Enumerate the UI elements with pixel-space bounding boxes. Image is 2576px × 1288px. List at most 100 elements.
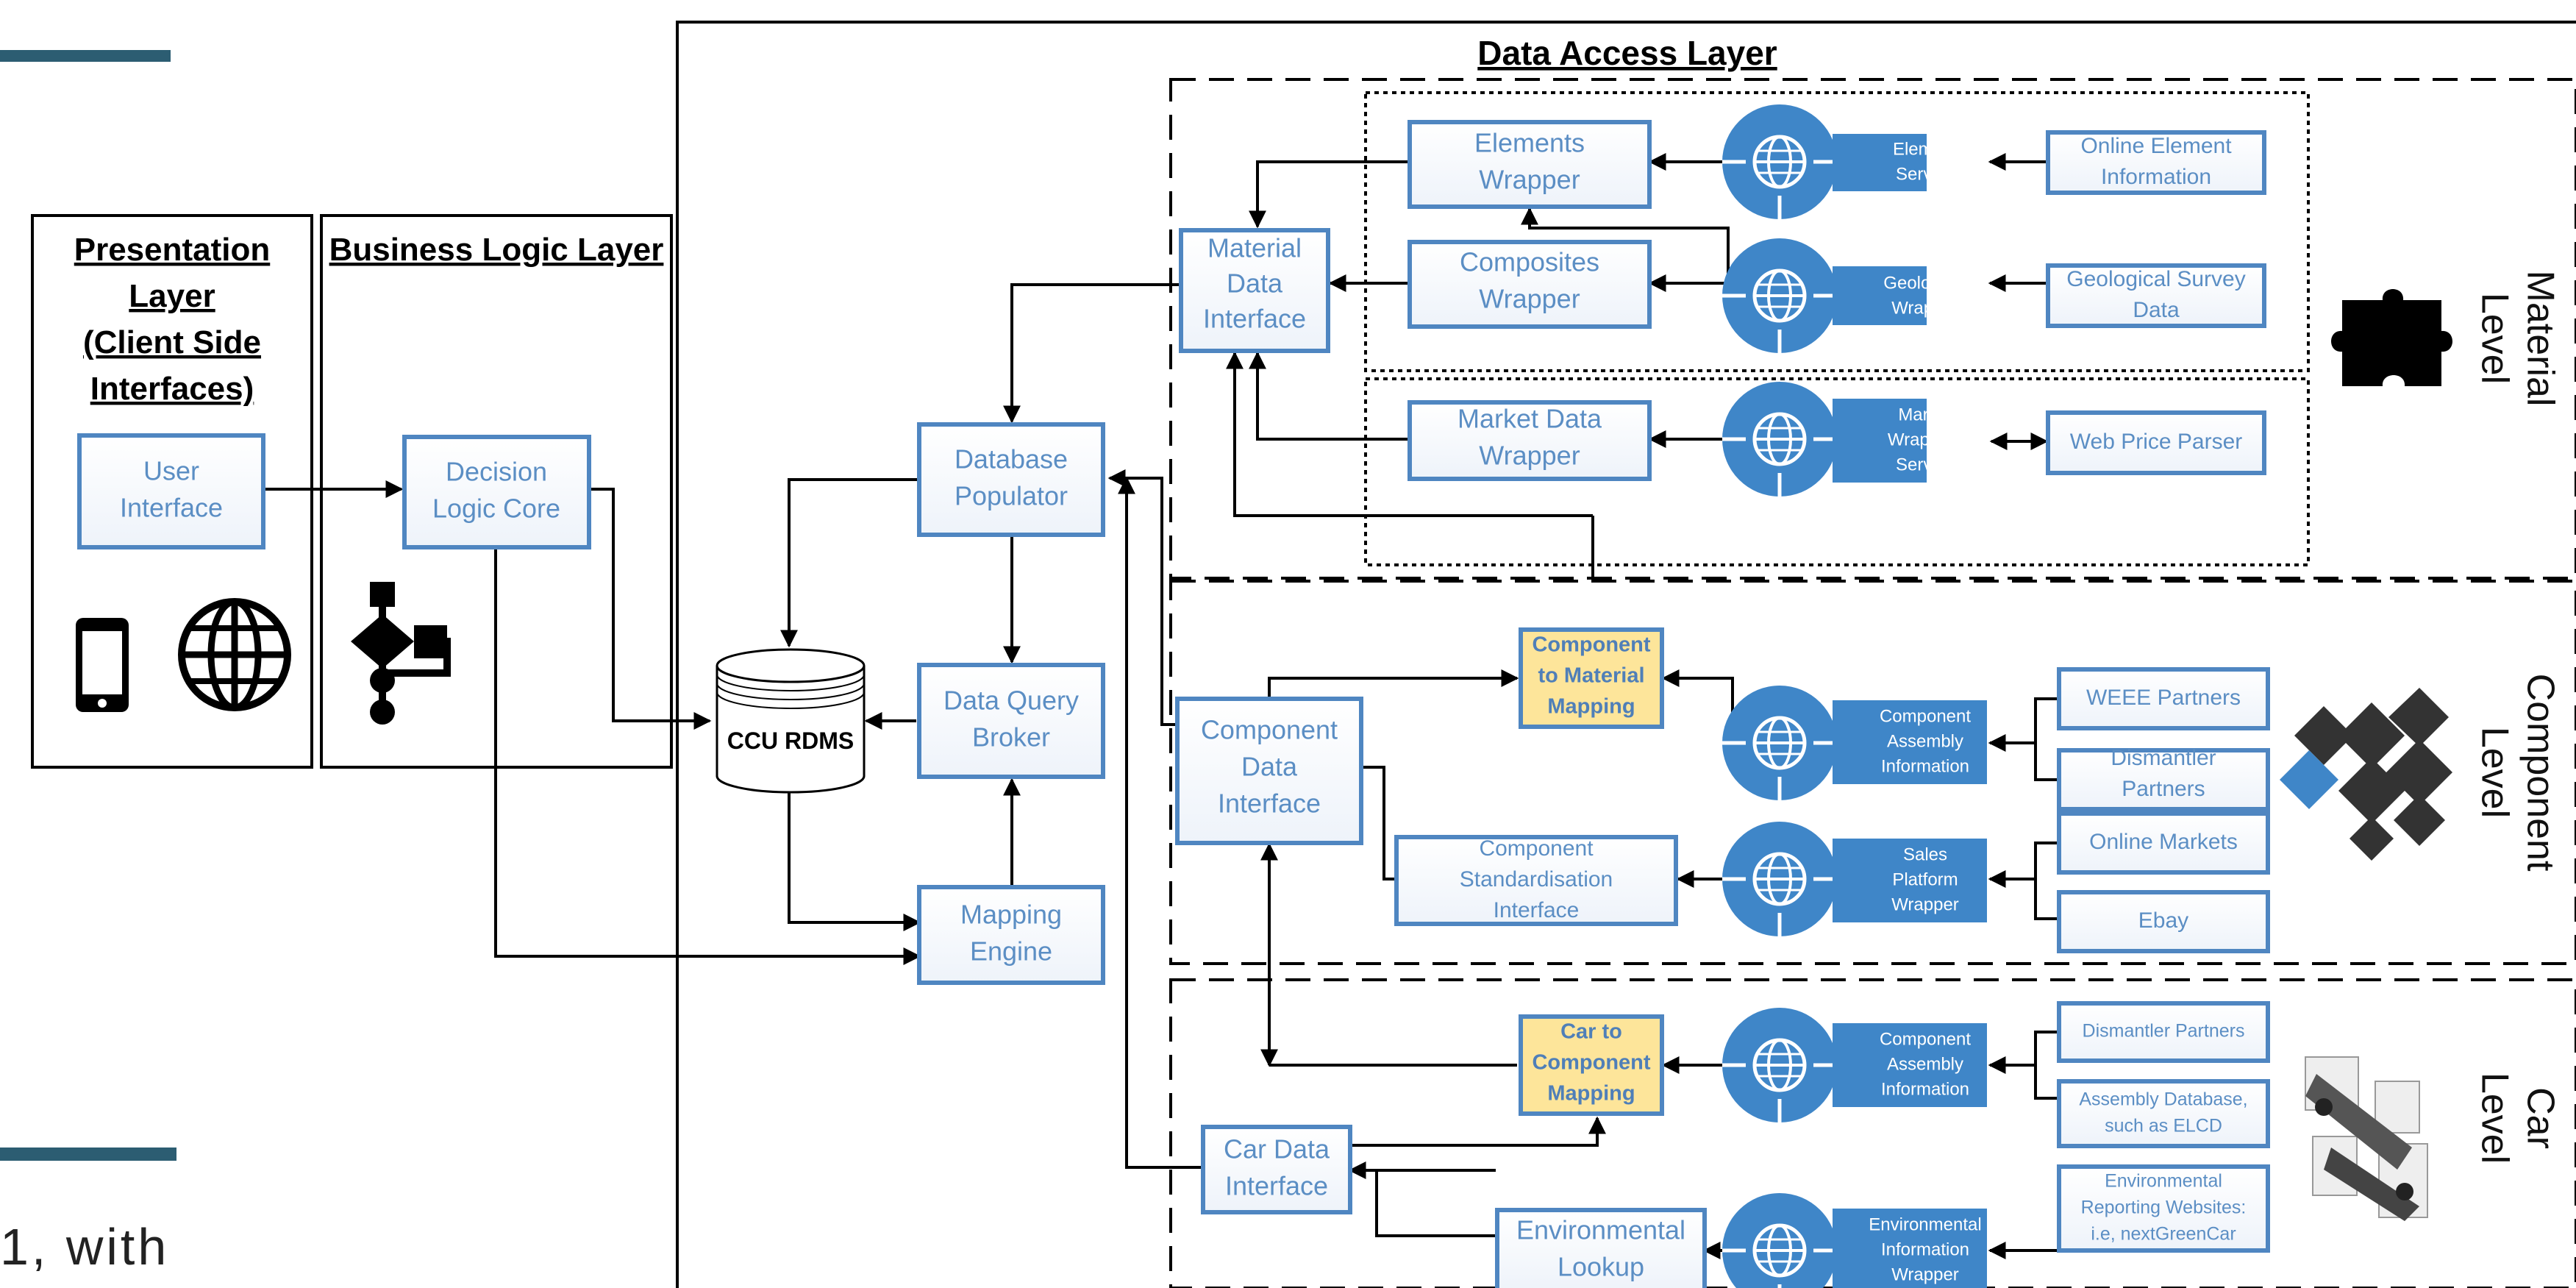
mapping-engine-box bbox=[917, 885, 1105, 985]
database-populator-label-line-2: Populator bbox=[955, 481, 1068, 511]
car-component-assembly-label-line-1: Component bbox=[1880, 1029, 1971, 1049]
component-data-interface-box bbox=[1175, 697, 1363, 845]
composites-wrapper-box bbox=[1407, 240, 1652, 329]
environmental-lookup-label-line-2: Lookup bbox=[1558, 1252, 1644, 1282]
car-data-interface-label-line-2: Interface bbox=[1225, 1171, 1328, 1201]
data-query-broker-label-line-2: Broker bbox=[972, 722, 1050, 752]
online-markets-box bbox=[2057, 811, 2270, 875]
decision-logic-core-box bbox=[402, 435, 591, 549]
market-wrapping-service-tag bbox=[1833, 399, 1927, 483]
component-standardisation-interface-box bbox=[1394, 835, 1678, 926]
material-level-region bbox=[1169, 78, 2576, 580]
ebay-box bbox=[2057, 890, 2270, 953]
assembly-database-box bbox=[2057, 1079, 2270, 1148]
car-to-component-mapping-label-line-3: Mapping bbox=[1547, 1082, 1635, 1106]
environmental-reporting-websites-label-line-2: Reporting Websites: bbox=[2081, 1198, 2247, 1218]
online-markets-label: Online Markets bbox=[2089, 830, 2238, 854]
car-icon bbox=[2305, 1056, 2428, 1221]
mapping-engine-label-line-1: Mapping bbox=[960, 900, 1062, 930]
component-assembly-globe-icon bbox=[1722, 686, 1837, 800]
geological-wrapper-globe-icon bbox=[1722, 238, 1837, 353]
accent-bar-bottom bbox=[0, 1148, 176, 1161]
flowchart-icon bbox=[351, 582, 451, 725]
puzzle-piece-icon bbox=[2331, 289, 2452, 386]
sales-platform-wrapper-label-line-1: Sales bbox=[1903, 844, 1947, 864]
web-price-parser-label: Web Price Parser bbox=[2070, 430, 2243, 454]
material-data-interface-label-line-1: Material bbox=[1207, 233, 1302, 263]
decision-logic-core-label-line-2: Logic Core bbox=[432, 494, 560, 524]
puzzle-pieces-icon bbox=[2280, 688, 2452, 861]
component-assembly-label-line-2: Assembly bbox=[1887, 731, 1963, 751]
geological-survey-data-label-line-2: Data bbox=[2133, 298, 2180, 322]
geological-wrapper-label-line-1: Geological bbox=[1883, 273, 1966, 293]
car-component-assembly-label-line-3: Information bbox=[1881, 1079, 1969, 1099]
accent-bar-top bbox=[0, 50, 171, 62]
market-data-wrapper-label-line-2: Wrapper bbox=[1479, 441, 1580, 471]
geological-wrapper-tag bbox=[1833, 266, 1927, 325]
material-level-label-line-1: Material bbox=[2519, 271, 2561, 407]
component-data-interface-label-line-2: Data bbox=[1241, 752, 1298, 782]
element-service-label-line-1: Element bbox=[1893, 139, 1958, 159]
component-standardisation-label-line-1: Component bbox=[1479, 836, 1594, 861]
component-to-material-mapping-label-line-1: Component bbox=[1532, 633, 1650, 657]
component-level-region bbox=[1169, 580, 2576, 965]
decision-logic-core-label-line-1: Decision bbox=[446, 457, 547, 487]
material-level-label-line-2: Level bbox=[2473, 293, 2516, 384]
environmental-reporting-websites-label-line-1: Environmental bbox=[2105, 1171, 2222, 1192]
environmental-wrapper-label-line-3: Wrapper bbox=[1891, 1264, 1959, 1284]
dismantler-partners-label-line-1: Dismantler bbox=[2111, 746, 2216, 770]
environmental-lookup-label-line-1: Environmental bbox=[1516, 1215, 1685, 1245]
dismantler-partners-car-label: Dismantler Partners bbox=[2083, 1021, 2245, 1042]
car-component-assembly-tag bbox=[1833, 1023, 1987, 1107]
presentation-layer bbox=[31, 214, 313, 769]
car-component-assembly-globe-icon bbox=[1722, 1008, 1837, 1122]
geological-survey-data-label-line-1: Geological Survey bbox=[2066, 267, 2245, 291]
ebay-label: Ebay bbox=[2138, 908, 2188, 933]
online-element-information-label-line-1: Online Element bbox=[2080, 134, 2232, 158]
component-assembly-tag bbox=[1833, 700, 1987, 784]
presentation-header-line1: Presentation bbox=[74, 232, 271, 268]
market-wrapping-service-label-line-2: Wrapping bbox=[1888, 430, 1963, 449]
user-interface-label-line-1: User bbox=[143, 456, 199, 486]
environmental-reporting-websites-label-line-3: i.e, nextGreenCar bbox=[2091, 1224, 2236, 1245]
composites-wrapper-label-line-1: Composites bbox=[1460, 247, 1599, 277]
online-element-information-label-line-2: Information bbox=[2101, 165, 2211, 189]
ccu-rdms-label: CCU RDMS bbox=[727, 727, 854, 754]
material-data-interface-box bbox=[1179, 228, 1330, 353]
business-header: Business Logic Layer bbox=[329, 232, 664, 268]
weee-partners-label: WEEE Partners bbox=[2086, 686, 2241, 710]
component-assembly-label-line-1: Component bbox=[1880, 706, 1971, 726]
component-data-interface-label-line-3: Interface bbox=[1218, 789, 1321, 819]
connectors bbox=[263, 153, 2058, 1259]
ccu-rdms-database bbox=[716, 648, 866, 794]
car-to-component-mapping-label-line-1: Car to bbox=[1560, 1020, 1622, 1044]
caption-text: 1, with bbox=[0, 1218, 170, 1275]
smartphone-icon bbox=[76, 618, 129, 712]
environmental-wrapper-globe-icon bbox=[1722, 1193, 1837, 1288]
car-to-component-mapping-box bbox=[1519, 1014, 1664, 1116]
mapping-engine-label-line-2: Engine bbox=[970, 936, 1052, 967]
dismantler-partners-car-box bbox=[2057, 1001, 2270, 1063]
data-access-frame bbox=[676, 21, 2576, 1288]
car-level-label-line-1: Car bbox=[2519, 1087, 2561, 1149]
sales-platform-tag bbox=[1833, 839, 1987, 922]
web-price-parser-box bbox=[2046, 410, 2266, 475]
environmental-lookup-box bbox=[1495, 1208, 1707, 1288]
car-to-component-mapping-label-line-2: Component bbox=[1532, 1051, 1650, 1075]
market-wrapping-service-label-line-3: Service bbox=[1896, 455, 1955, 474]
composites-wrapper-label-line-2: Wrapper bbox=[1479, 284, 1580, 314]
globe-icon bbox=[178, 598, 291, 711]
geological-survey-data-box bbox=[2046, 263, 2266, 328]
presentation-header-line4: Interfaces) bbox=[90, 371, 254, 407]
component-level-label-line-2: Level bbox=[2473, 727, 2516, 818]
sales-platform-wrapper-label-line-2: Platform bbox=[1892, 869, 1958, 889]
element-service-label-line-2: Service bbox=[1896, 164, 1955, 184]
dismantler-partners-box bbox=[2057, 748, 2270, 811]
assembly-database-label-line-2: such as ELCD bbox=[2105, 1116, 2222, 1136]
component-standardisation-label-line-3: Interface bbox=[1494, 898, 1580, 922]
component-standardisation-label-line-2: Standardisation bbox=[1460, 867, 1613, 892]
component-assembly-label-line-3: Information bbox=[1881, 756, 1969, 776]
component-to-material-mapping-box bbox=[1519, 627, 1664, 729]
